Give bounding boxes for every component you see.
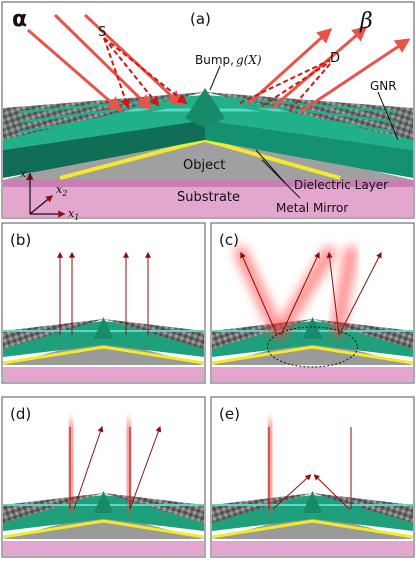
panel-a-label: (a) <box>190 10 211 28</box>
panel-d-bump <box>93 491 114 513</box>
panel-b-substrate <box>3 367 204 382</box>
panel-b-label: (b) <box>10 231 31 249</box>
panel-a: (a) α β S D Bump, g(X) GNR Object Dielec… <box>1 1 415 222</box>
substrate-layer <box>3 186 413 217</box>
panel-b-bump <box>93 317 114 339</box>
axis-x2-label: x2 <box>56 183 67 198</box>
panel-e-dielectric <box>211 519 414 539</box>
panel-b-beams <box>55 246 155 338</box>
bump-pointer <box>209 65 221 91</box>
ray-arrow <box>326 251 340 336</box>
ray-arrow <box>280 251 320 336</box>
panel-e: (e) <box>210 396 415 558</box>
alpha-label: α <box>12 7 27 32</box>
mirror-label: Metal Mirror <box>276 201 348 215</box>
source-label: S <box>98 25 106 40</box>
metal-mirror-layer <box>3 180 413 187</box>
panel-b: (b) <box>1 222 206 384</box>
panel-c-label: (c) <box>219 231 239 249</box>
gnr-base-side-left <box>3 120 205 178</box>
axis-x1-label: x1 <box>68 207 79 222</box>
panel-c: (c) <box>210 222 415 384</box>
axis-x3-label: x3 <box>20 167 31 182</box>
panel-d: (d) <box>1 396 206 558</box>
panel-e-gnr-right <box>312 493 413 523</box>
gnr-label: GNR <box>370 79 397 93</box>
subpanels: (b) (c) (d) (e) <box>1 222 415 558</box>
panel-d-object <box>3 513 204 539</box>
panel-d-beams <box>63 420 162 512</box>
panel-e-object <box>212 513 413 539</box>
panel-e-beams <box>262 420 358 512</box>
ray-arrow <box>129 425 162 510</box>
ray-arrow <box>240 251 278 336</box>
ray-arrow <box>313 474 350 510</box>
bump-ridge <box>185 88 225 128</box>
gnr-pointer <box>377 91 399 141</box>
panel-c-dielectric <box>211 345 414 365</box>
panel-e-substrate <box>212 541 413 556</box>
panel-c-object <box>212 339 413 365</box>
panel-c-beams <box>234 246 382 338</box>
substrate-label: Substrate <box>177 190 240 205</box>
bump-label: Bump, <box>195 53 234 67</box>
panel-e-bump <box>302 491 323 513</box>
panel-b-object <box>3 339 204 365</box>
bump-function: g(X) <box>236 53 262 67</box>
axes <box>26 172 66 218</box>
panel-e-gnr-left <box>212 493 313 523</box>
panel-c-bump <box>302 317 323 339</box>
panel-d-substrate <box>3 541 204 556</box>
panel-c-substrate <box>212 367 413 382</box>
ray-arrow <box>338 251 382 336</box>
object-label: Object <box>183 158 225 173</box>
ray-arrow <box>73 425 104 510</box>
gnr-base-side-right <box>205 120 413 178</box>
panel-d-label: (d) <box>10 405 31 423</box>
bump-outline <box>267 326 358 368</box>
panel-d-dielectric <box>2 519 205 539</box>
glow-beam <box>330 246 358 338</box>
beta-label: β <box>359 9 373 34</box>
dielectric-label: Dielectric Layer <box>294 178 388 192</box>
mirror-pointer <box>261 159 301 199</box>
source-dashed-rays <box>103 37 188 109</box>
detector-label: D <box>330 51 340 66</box>
panel-b-dielectric <box>2 345 205 365</box>
detector-dashed-rays <box>239 59 331 111</box>
ray-arrow <box>272 474 312 510</box>
panel-e-label: (e) <box>219 405 240 423</box>
